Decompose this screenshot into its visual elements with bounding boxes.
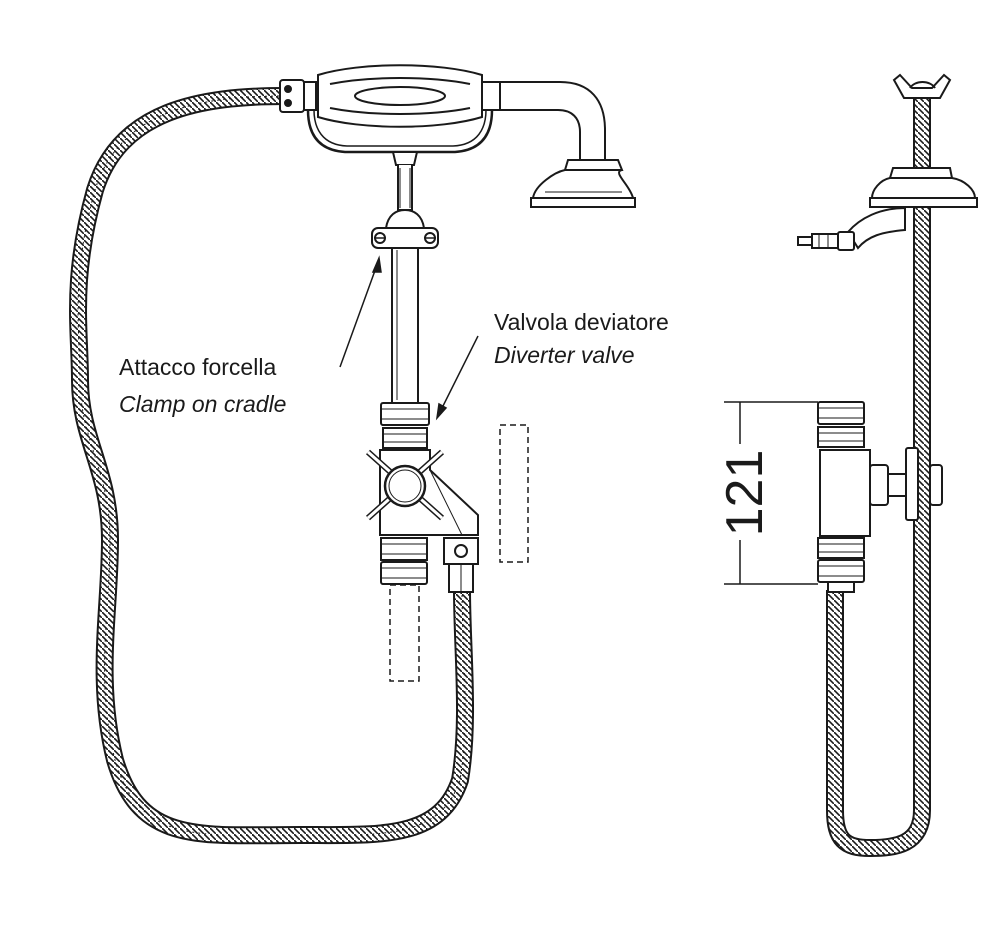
front-hose [69,87,475,845]
clamp-label-english: Clamp on cradle [119,391,287,417]
valve-label-english: Diverter valve [494,342,635,368]
side-view [797,73,978,593]
dimension-lines [724,401,818,585]
leader-lines [339,255,479,421]
riser-assembly [366,151,479,593]
phantom-outlines [389,424,529,682]
handset [279,64,636,208]
dimension-value: 121 [716,449,774,537]
side-hose [826,95,931,858]
valve-label-italian: Valvola deviatore [494,309,669,335]
clamp-label-italian: Attacco forcella [119,354,277,380]
